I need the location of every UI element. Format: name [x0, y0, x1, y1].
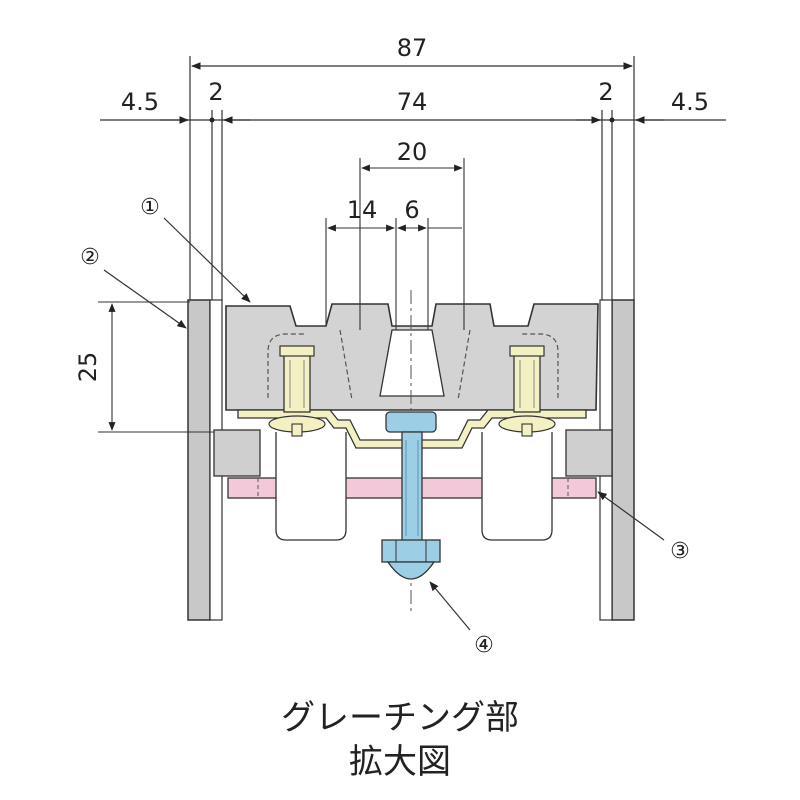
callout-3: ③: [597, 491, 690, 564]
support-block-left: [213, 429, 261, 477]
callout-2: ②: [80, 245, 187, 329]
dim-right-margin: 4.5: [671, 88, 709, 116]
callout-3-label: ③: [670, 539, 690, 564]
lower-block-left: [275, 432, 347, 541]
dim-left-margin: 4.5: [121, 88, 159, 116]
fixing-bolt-left: [268, 345, 326, 437]
dim-height-label: 25: [74, 352, 102, 383]
dim-left-gap: 2: [208, 78, 223, 106]
dim-inner: 74: [397, 88, 428, 116]
caption-title: グレーチング部: [281, 698, 519, 738]
callout-4-label: ④: [474, 633, 494, 658]
caption-subtitle: 拡大図: [349, 742, 451, 782]
fixing-bolt-right: [498, 345, 556, 437]
support-block-right: [565, 429, 613, 477]
grating-body: [225, 303, 599, 411]
dim-pitch-label: 14: [347, 196, 378, 224]
center-bolt: [381, 290, 441, 612]
callout-1-label: ①: [140, 195, 160, 220]
dim-bolt-span: 20: [359, 138, 465, 330]
dim-pitch: 14 6: [325, 196, 462, 330]
callout-2-label: ②: [80, 245, 100, 270]
callout-1: ①: [140, 195, 251, 303]
dim-overall-label: 87: [397, 34, 428, 62]
dim-overall: 87: [189, 34, 635, 300]
dim-bolt-span-label: 20: [397, 138, 428, 166]
dim-offset-label: 6: [404, 196, 419, 224]
dim-height: 25: [74, 301, 214, 433]
dim-row: 4.5 2 74 2 4.5: [100, 78, 726, 300]
lower-block-right: [481, 432, 553, 541]
callout-4: ④: [429, 581, 494, 658]
dim-right-gap: 2: [598, 78, 613, 106]
